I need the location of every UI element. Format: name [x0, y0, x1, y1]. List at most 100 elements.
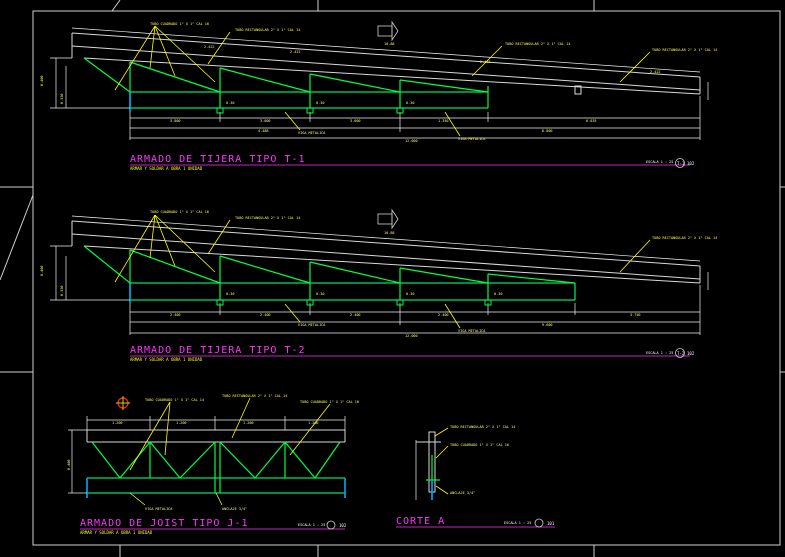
joist-j1-dimensions: [68, 416, 346, 494]
joist-j1-label-top-left: TUBO CUADRADO 1" X 1" CAL 14: [145, 398, 204, 402]
truss-t1-dim-bottom-a-5: 6.035: [586, 119, 597, 123]
joist-j1-dim-1: 1.200: [112, 421, 123, 425]
truss-t2-leaders: [114, 214, 651, 329]
truss-t1-dim-height-b: 0.350: [60, 93, 64, 104]
truss-t1-leaders: [114, 25, 651, 137]
truss-t1-top-chord: [71, 32, 701, 95]
truss-t1-label-diagonal: TUBO CUADRADO 1" X 1" CAL 16: [150, 22, 209, 26]
truss-t2-subtitle: ARMAR Y SOLDAR A OBRA 1 UNIDAD: [130, 357, 203, 362]
joist-j1-title: ARMADO DE JOIST TIPO J-1: [80, 518, 249, 529]
truss-t1-dim-seg-1: 2.422: [204, 45, 215, 49]
section-a-label-top: TUBO RECTANGULAR 2" X 1" CAL 14: [450, 425, 515, 429]
truss-t2-direction-marker: [377, 208, 399, 230]
joist-j1-web: [91, 441, 341, 493]
truss-t1-label-weld-a: VIGA METALICA: [298, 131, 326, 135]
truss-t1-dim-bottom-a-4: 1.350: [438, 119, 449, 123]
truss-t2-label-chord-right: TUBO RECTANGULAR 2" X 1" CAL 14: [652, 236, 717, 240]
truss-t1-title: ARMADO DE TIJERA TIPO T-1: [130, 154, 306, 165]
truss-t1-dim-node-1: 0.30: [226, 101, 234, 105]
truss-t1-scale-note: ESCALA 1 : 25: [646, 160, 673, 164]
truss-t2-bottom-chord: [129, 282, 576, 301]
truss-t1-dim-overall: 12.000: [405, 139, 418, 143]
section-a-title: CORTE A: [396, 516, 445, 527]
truss-t1-dim-bottom-a-3: 3.000: [350, 119, 361, 123]
truss-t2-dim-bottom-a-4: 2.400: [438, 313, 449, 317]
truss-t2-label-weld-b: VIGA METALICA: [458, 329, 486, 333]
truss-t2-dim-height-b: 0.350: [60, 285, 64, 296]
truss-t1-dim-node-2: 0.30: [316, 101, 324, 105]
truss-t2-ref: 102: [687, 351, 695, 356]
truss-t1-right-stub: [574, 85, 582, 95]
joist-j1-label-top-right: TUBO CUADRADO 1" X 1" CAL 16: [300, 400, 359, 404]
section-a-green: [426, 455, 440, 481]
truss-t2-dim-bottom-a-2: 2.400: [260, 313, 271, 317]
joist-j1-dim-4: 1.200: [308, 421, 319, 425]
section-a-ref-bubble: [534, 518, 544, 528]
truss-t2-dim-node-2: 0.30: [316, 292, 324, 296]
section-a: TUBO RECTANGULAR 2" X 1" CAL 14 TUBO CUA…: [396, 425, 555, 528]
truss-t2-dim-bottom-a-3: 2.400: [350, 313, 361, 317]
truss-t2-dim-overall: 12.000: [405, 334, 418, 338]
joist-j1-leaders: [129, 397, 331, 506]
truss-t2-dim-top-total: 10.88: [384, 231, 395, 235]
truss-t2-dim-bottom-a-1: 2.400: [170, 313, 181, 317]
truss-t2-dim-height-a: 0.400: [40, 265, 44, 276]
truss-t2-dim-bottom-a-5: 3.750: [630, 313, 641, 317]
truss-t1-web: [83, 57, 489, 108]
joist-j1-section-marker: [116, 396, 130, 410]
truss-t2-dim-mid: 9.600: [542, 323, 553, 327]
joist-j1-dim-3: 1.200: [243, 421, 254, 425]
truss-t1-north-label: T-1: [677, 161, 685, 166]
joist-j1-bottom-chord: [87, 477, 345, 494]
truss-t1: TUBO CUADRADO 1" X 1" CAL 16 TUBO RECTAN…: [40, 20, 717, 171]
truss-t1-dim-height-a: 0.400: [40, 75, 44, 86]
truss-t2-ref-bubble: [675, 348, 685, 358]
truss-t1-dim-node-3: 0.30: [406, 101, 414, 105]
truss-t2-label-chord-top: TUBO RECTANGULAR 2" X 1" CAL 14: [235, 216, 300, 220]
truss-t1-subtitle: ARMAR Y SOLDAR A OBRA 1 UNIDAD: [130, 166, 203, 171]
truss-t1-dim-bottom-b-2: 6.000: [542, 129, 553, 133]
truss-t1-dim-bottom-b-1: 4.488: [258, 129, 269, 133]
joist-j1-label-anchor: ANCLAJE 3/4": [222, 507, 247, 511]
truss-t2: TUBO CUADRADO 1" X 1" CAL 16 TUBO RECTAN…: [40, 208, 717, 362]
joist-j1-ref-bubble: [326, 520, 336, 530]
truss-t2-web: [83, 245, 576, 300]
truss-t1-ref-bubble: [675, 158, 685, 168]
truss-t1-node-tags: [216, 107, 404, 114]
joist-j1: TUBO CUADRADO 1" X 1" CAL 14 TUBO RECTAN…: [67, 394, 359, 535]
truss-t1-dimensions: [50, 27, 709, 140]
joist-j1-label-top-mid: TUBO RECTANGULAR 2" X 1" CAL 14: [222, 394, 287, 398]
truss-t1-dim-bottom-a-2: 3.000: [260, 119, 271, 123]
joist-j1-subtitle: ARMAR Y SOLDAR A OBRA 1 UNIDAD: [80, 530, 153, 535]
section-a-label-mid: TUBO CUADRADO 1" X 1" CAL 16: [450, 443, 509, 447]
section-a-label-bottom: ANCLAJE 3/4": [450, 491, 475, 495]
truss-t1-ref: 102: [687, 161, 695, 166]
truss-t2-label-weld-a: VIGA METALICA: [298, 323, 326, 327]
truss-t1-label-chord-right-a: TUBO RECTANGULAR 2" X 1" CAL 14: [505, 42, 570, 46]
truss-t1-dim-seg-2: 2.422: [290, 50, 301, 54]
truss-t2-dim-node-4: 0.30: [494, 292, 502, 296]
joist-j1-ref: 102: [339, 523, 347, 528]
joist-j1-chords: [86, 429, 346, 443]
joist-j1-dim-height: 0.400: [67, 459, 71, 470]
truss-t1-dim-bottom-a-1: 3.000: [170, 119, 181, 123]
truss-t1-dim-seg-3: 2.422: [480, 60, 491, 64]
truss-t2-node-tags: [216, 299, 492, 306]
section-a-ref: 101: [547, 521, 555, 526]
joist-j1-dim-2: 1.200: [176, 421, 187, 425]
truss-t1-label-weld-b: VIGA METALICA: [458, 137, 486, 141]
truss-t1-bottom-chord: [129, 91, 488, 109]
joist-j1-supports: [86, 478, 346, 498]
truss-t1-direction-marker: [377, 20, 399, 42]
truss-t2-dimensions: [50, 215, 709, 335]
truss-t1-dim-seg-4: 2.422: [650, 70, 661, 74]
section-a-leaders: [434, 427, 449, 495]
truss-t2-title: ARMADO DE TIJERA TIPO T-2: [130, 345, 306, 356]
truss-t1-label-chord-top: TUBO RECTANGULAR 2" X 1" CAL 14: [235, 28, 300, 32]
truss-t1-dim-top-total: 10.88: [384, 42, 395, 46]
truss-t2-dim-node-3: 0.30: [406, 292, 414, 296]
joist-j1-scale-note: ESCALA 1 : 25: [298, 523, 325, 527]
truss-t2-dim-node-1: 0.30: [226, 292, 234, 296]
